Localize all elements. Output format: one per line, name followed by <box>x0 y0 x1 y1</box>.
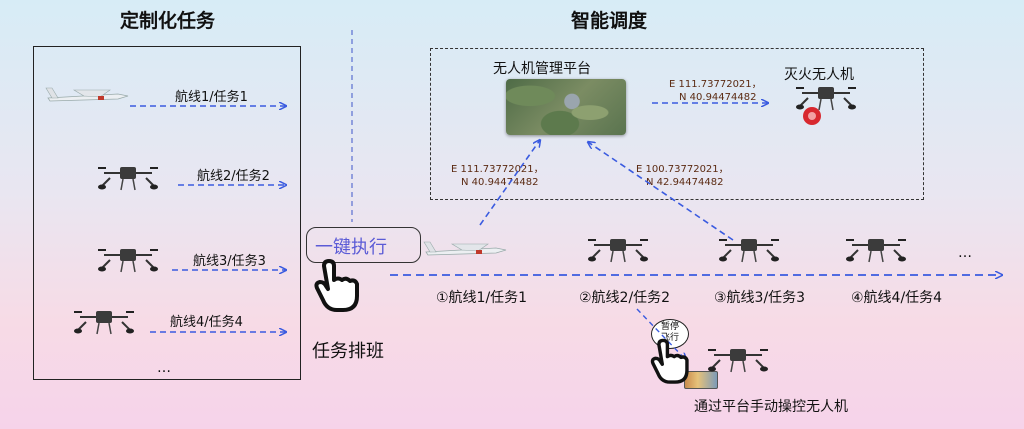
fire-drone <box>795 86 857 125</box>
left-section-title: 定制化任务 <box>120 10 216 32</box>
timeline-drone-3 <box>718 238 780 263</box>
pause-hand-icon <box>650 338 689 384</box>
execute-hand-icon <box>314 259 359 312</box>
pause-flight-text: 暂停 飞行 <box>654 322 686 344</box>
schedule-label: 任务排班 <box>312 341 384 362</box>
timeline-drone-4 <box>845 238 907 263</box>
quad-drone-2 <box>97 166 159 191</box>
manual-control-label: 通过平台手动操控无人机 <box>694 399 848 415</box>
coord-in-right: E 100.73772021， N 42.94474482 <box>636 163 729 189</box>
coord-in-left-e: E 111.73772021， <box>451 164 544 175</box>
fire-drone-label: 灭火无人机 <box>784 67 854 83</box>
pause-text-line1: 暂停 <box>660 322 679 332</box>
platform-map-image <box>506 79 626 135</box>
coord-in-right-e: E 100.73772021， <box>636 164 729 175</box>
one-click-execute-button[interactable] <box>306 227 421 263</box>
platform-title: 无人机管理平台 <box>493 61 591 77</box>
quad-drone-3 <box>97 248 159 273</box>
platform-group <box>430 48 924 200</box>
right-section-title: 智能调度 <box>571 10 648 32</box>
coord-out-n: N 40.94474482 <box>679 92 757 103</box>
upload-arrow-left <box>479 140 540 226</box>
task-ellipsis: … <box>958 245 972 261</box>
coord-in-left-n: N 40.94474482 <box>461 177 539 188</box>
coord-in-left: E 111.73772021， N 40.94474482 <box>451 163 544 189</box>
coord-out-e: E 111.73772021， <box>669 79 762 90</box>
left-ellipsis: … <box>157 360 171 376</box>
custom-task-panel <box>33 46 301 380</box>
coord-in-right-n: N 42.94474482 <box>646 177 724 188</box>
quad-drone-4 <box>73 310 135 335</box>
route-label-4: 航线4/任务4 <box>170 315 243 330</box>
route-label-1: 航线1/任务1 <box>175 90 248 105</box>
manual-control-arrow <box>636 308 686 360</box>
execute-button-label: 一键执行 <box>315 237 387 258</box>
task-label-2: ②航线2/任务2 <box>579 290 671 306</box>
route-label-2: 航线2/任务2 <box>197 169 270 184</box>
task-label-1: ①航线1/任务1 <box>436 290 528 306</box>
timeline-drone-1 <box>423 241 507 256</box>
coord-out: E 111.73772021， N 40.94474482 <box>669 78 762 104</box>
task-label-4: ④航线4/任务4 <box>851 290 943 306</box>
manual-control-drone <box>707 348 769 373</box>
pause-text-line2: 飞行 <box>660 333 679 343</box>
upload-arrow-right <box>588 142 734 241</box>
route-label-3: 航线3/任务3 <box>193 254 266 269</box>
task-label-3: ③航线3/任务3 <box>714 290 806 306</box>
timeline-drone-2 <box>587 238 649 263</box>
fixed-wing-drone-1 <box>45 87 129 102</box>
